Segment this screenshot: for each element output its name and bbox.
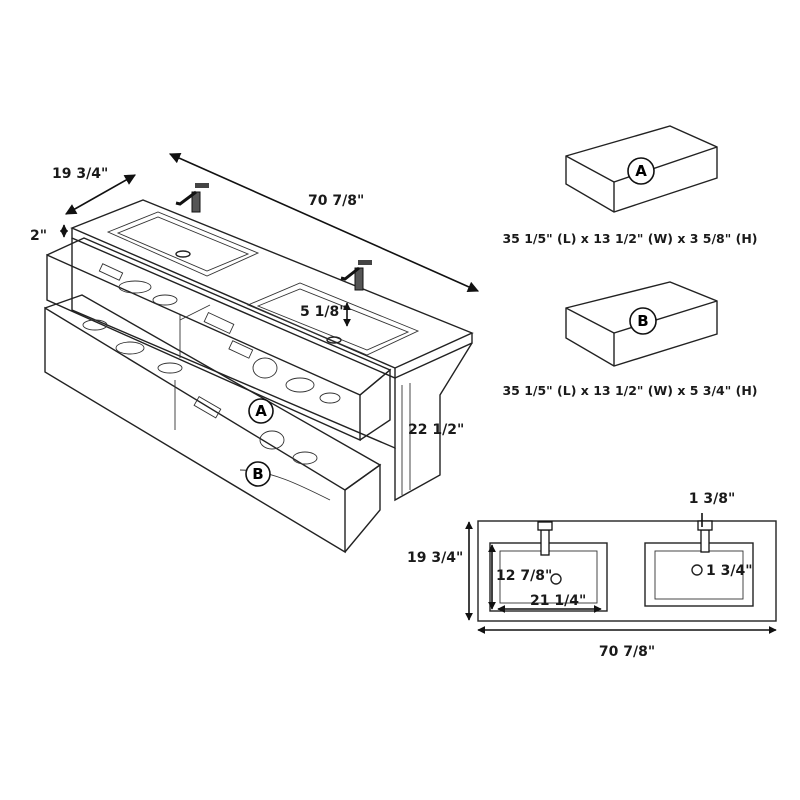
drawer-b-open bbox=[44, 294, 382, 554]
drawer-b-box-label: B bbox=[637, 312, 648, 330]
drawer-b-marker-label: B bbox=[252, 465, 263, 483]
vanity-perspective: A B 19 3/4" 70 7/8" 2" 5 1/8" 22 1/2" bbox=[30, 152, 480, 554]
depth-dimension-label: 19 3/4" bbox=[52, 166, 108, 182]
drawer-a-box: A bbox=[565, 125, 718, 213]
height-dimension-label: 22 1/2" bbox=[408, 422, 464, 438]
left-drain bbox=[175, 250, 191, 258]
left-basin bbox=[106, 211, 260, 277]
top-view-left-faucet bbox=[537, 521, 553, 556]
drawer-a-open bbox=[46, 237, 392, 442]
countertop-edge bbox=[71, 228, 396, 380]
countertop-surface bbox=[70, 199, 474, 369]
drawer-a-marker: A bbox=[248, 398, 274, 424]
drawer-a-box-label: A bbox=[635, 162, 647, 180]
cabinet-body bbox=[71, 238, 396, 450]
top-view-outline bbox=[477, 520, 777, 622]
left-faucet bbox=[175, 183, 209, 213]
basin-depth-label: 5 1/8" bbox=[300, 304, 347, 320]
drawer-b-box: B bbox=[565, 281, 718, 367]
top-view-right-drain bbox=[691, 564, 703, 576]
top-thickness-label: 2" bbox=[30, 228, 47, 244]
top-view: 19 3/4" 70 7/8" 1 3/8" 12 7/8" 21 1/4" 1… bbox=[407, 491, 777, 660]
basin-depth-top-label: 12 7/8" bbox=[496, 568, 552, 584]
top-view-width-label: 70 7/8" bbox=[599, 644, 655, 660]
drain-label: 1 3/4" bbox=[706, 563, 753, 579]
drawer-b-marker: B bbox=[245, 461, 271, 487]
faucet-offset-label: 1 3/8" bbox=[689, 491, 736, 507]
drawer-b-size: 35 1/5" (L) x 13 1/2" (W) x 5 3/4" (H) bbox=[502, 383, 757, 398]
width-dimension-line bbox=[168, 152, 480, 293]
drawer-a-size: 35 1/5" (L) x 13 1/2" (W) x 3 5/8" (H) bbox=[502, 231, 757, 246]
right-faucet bbox=[340, 260, 372, 291]
top-view-right-faucet bbox=[697, 520, 713, 553]
drawer-a-marker-label: A bbox=[255, 402, 267, 420]
width-dimension-label: 70 7/8" bbox=[308, 193, 364, 209]
top-view-right-basin bbox=[644, 542, 754, 607]
top-view-depth-label: 19 3/4" bbox=[407, 550, 463, 566]
basin-width-label: 21 1/4" bbox=[530, 593, 586, 609]
depth-dimension-line bbox=[65, 174, 136, 215]
right-drain bbox=[326, 336, 342, 344]
